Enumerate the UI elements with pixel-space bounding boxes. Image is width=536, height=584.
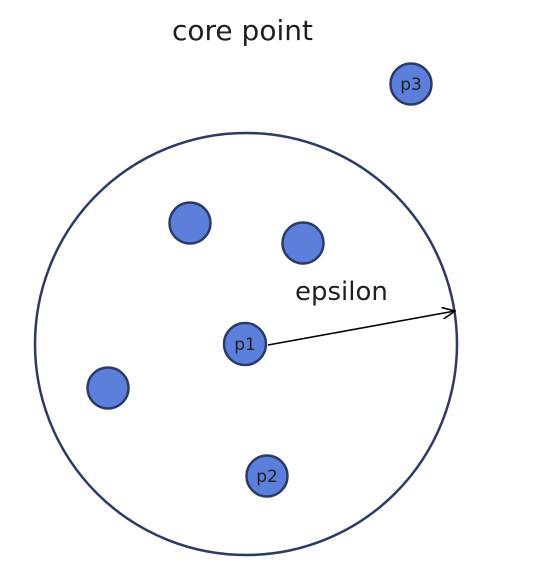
epsilon-arrow (267, 311, 455, 346)
point-p2-label: p2 (256, 467, 278, 487)
epsilon-neighborhood-circle (33, 131, 459, 557)
point-unlabeled-3 (86, 366, 130, 410)
point-unlabeled-1 (168, 201, 212, 245)
point-p1-label: p1 (234, 335, 256, 355)
diagram-caption: core point (172, 14, 313, 47)
point-p1: p1 (222, 321, 268, 367)
point-unlabeled-2 (281, 221, 325, 265)
point-p3-label: p3 (400, 75, 422, 95)
point-p3: p3 (389, 62, 433, 106)
point-p2: p2 (245, 454, 289, 498)
epsilon-label: epsilon (295, 277, 388, 307)
